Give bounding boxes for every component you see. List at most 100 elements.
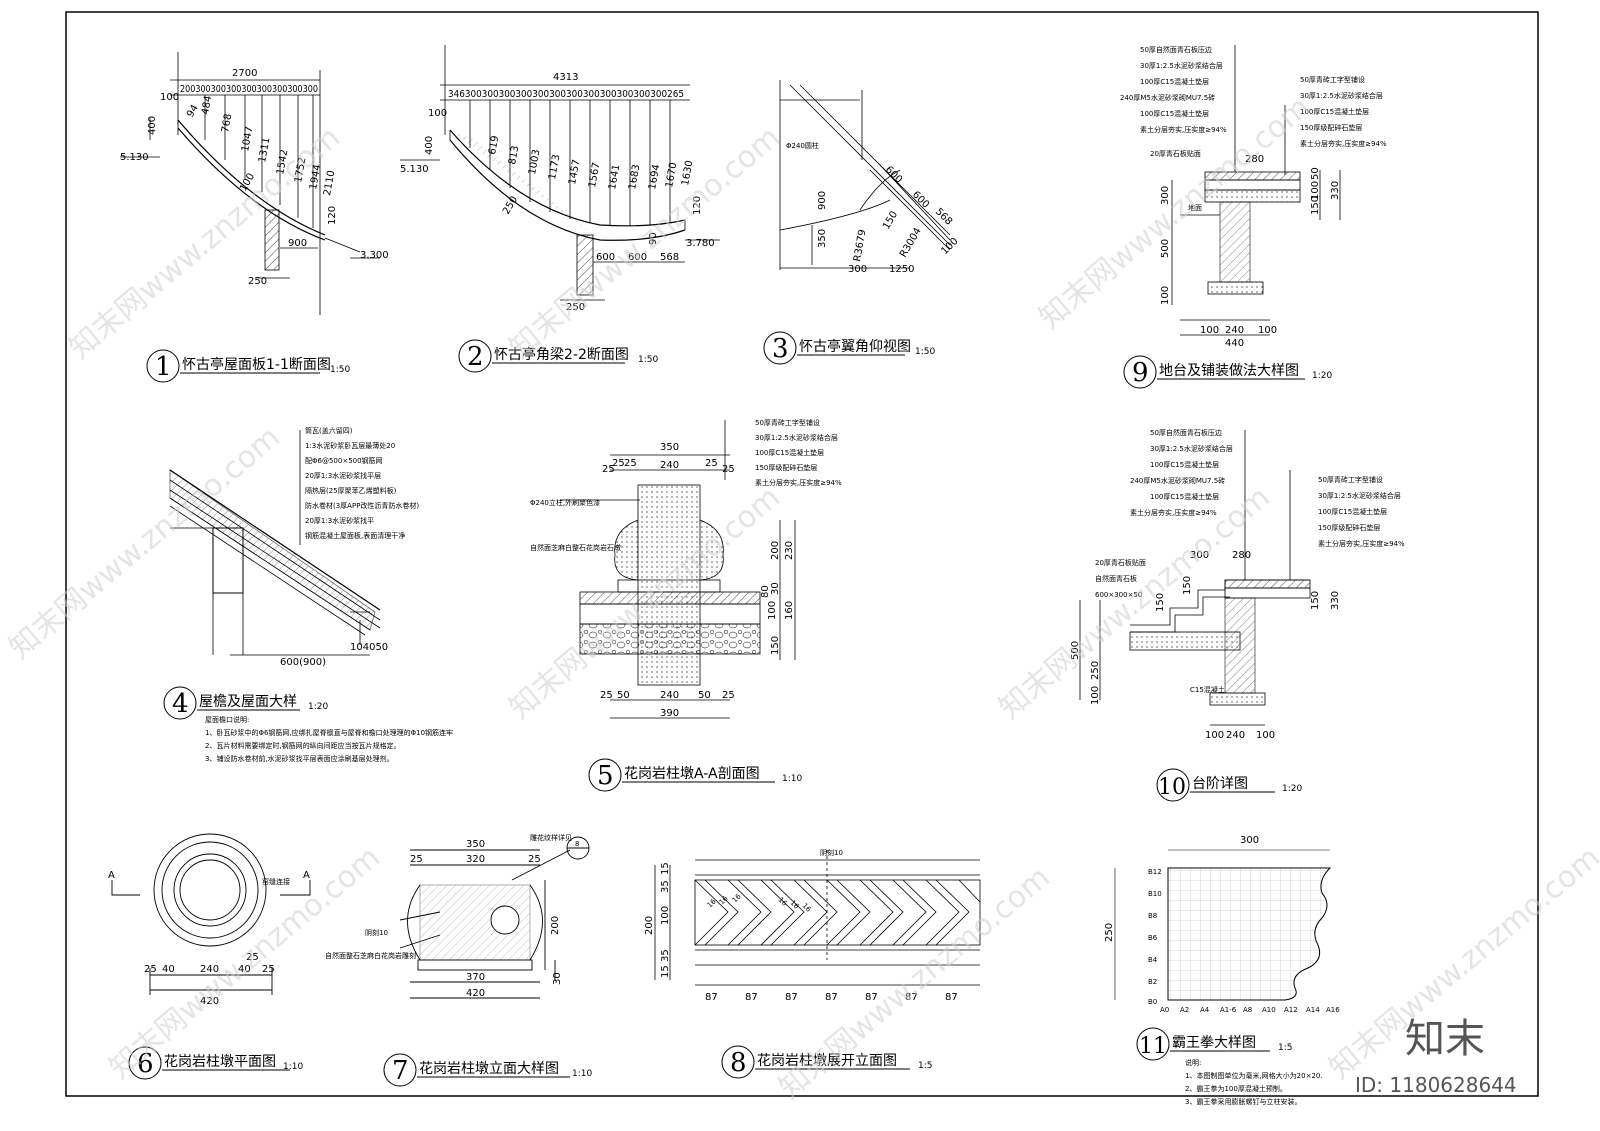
d2-scale: 1:50: [638, 355, 658, 365]
d1-h2: 768: [220, 113, 234, 134]
d10-lr-2: 30厚1:2.5水泥砂浆结合层: [1318, 491, 1401, 500]
d3-150: 150: [881, 209, 900, 231]
d9-lr-2: 30厚1:2.5水泥砂浆结合层: [1300, 91, 1383, 100]
d11-x-a0: A0: [1160, 1006, 1169, 1014]
id-label: ID: 1180628644: [1355, 1073, 1517, 1097]
d4-layer-2: 1:3水泥砂浆卧瓦层最薄处20: [305, 441, 395, 450]
d8-l-200: 200: [644, 916, 655, 935]
d3-350: 350: [817, 229, 828, 248]
d10-ll-2: 30厚1:2.5水泥砂浆结合层: [1150, 444, 1233, 453]
d8-b2: 87: [745, 992, 758, 1003]
d11-height: 250: [1104, 923, 1115, 942]
d9-cladding: 20厚青石板贴面: [1150, 149, 1201, 158]
d6-25a: 25: [144, 964, 157, 975]
d1-elev-bot: 3.300: [360, 250, 389, 261]
detail-10-labels: 50厚自然面青石板压边 30厚1:2.5水泥砂浆结合层 100厚C15混凝土垫层…: [1070, 428, 1405, 741]
d6-sec-a-left: A: [108, 870, 115, 881]
d7-200: 200: [550, 916, 561, 935]
d11-num: 11: [1139, 1034, 1167, 1059]
d2-h4: 1173: [547, 154, 562, 181]
d3-600b: 600: [910, 189, 931, 210]
d4-dim-104050: 104050: [350, 642, 388, 653]
d4-notes-title: 屋面檐口说明:: [205, 715, 249, 724]
d5-layer-5: 素土分层夯实,压实度≥94%: [755, 478, 842, 487]
d9-b240: 240: [1225, 325, 1244, 336]
detail-4-eave: [169, 430, 381, 656]
d4-note-2: 2、瓦片材料需要绑定时,钢筋网的纵向间距应当按瓦片规格定。: [205, 741, 401, 750]
d1-h8: 2110: [322, 170, 337, 197]
d10-150b: 150: [1182, 576, 1193, 595]
d1-bot-250: 250: [248, 276, 267, 287]
d4-layer-6: 防水卷材(3厚APP改性沥青防水卷材): [305, 501, 419, 510]
d10-b100a: 100: [1205, 730, 1224, 741]
d8-l-15b: 15: [660, 965, 671, 978]
detail-1-roof-section: [120, 52, 380, 315]
d5-r-160: 160: [784, 601, 795, 620]
d3-scale: 1:50: [915, 347, 935, 357]
d6-240: 240: [200, 964, 219, 975]
d8-scale: 1:5: [918, 1061, 932, 1071]
d5-num: 5: [597, 761, 614, 791]
d2-elev-bot: 3.780: [686, 238, 715, 249]
d1-bot-900: 900: [288, 238, 307, 249]
d9-b100a: 100: [1200, 325, 1219, 336]
d9-lr-5: 素土分层夯实,压实度≥94%: [1300, 139, 1387, 148]
d11-title: 霸王拳大样图: [1172, 1035, 1256, 1051]
d5-b-50b: 50: [698, 690, 711, 701]
d9-280: 280: [1245, 154, 1264, 165]
d4-layer-5: 隔热层(25厚聚苯乙烯塑料板): [305, 486, 397, 495]
detail-6-pier-plan: [111, 833, 311, 995]
d9-300: 300: [1160, 186, 1171, 205]
d11-width: 300: [1240, 835, 1259, 846]
d2-left-100: 100: [428, 108, 447, 119]
d9-ll-1: 50厚自然面青石板压边: [1140, 45, 1212, 54]
d8-num: 8: [730, 1048, 747, 1078]
d3-900: 900: [817, 191, 828, 210]
d11-scale: 1:5: [1278, 1043, 1292, 1053]
detail-9-platform: [1171, 45, 1341, 336]
d7-num: 7: [392, 1056, 409, 1086]
d8-b4: 87: [825, 992, 838, 1003]
d2-segments: 3463003003003003003003003003003003003002…: [448, 89, 684, 100]
d6-25c: 25: [246, 952, 259, 963]
d7-25b: 25: [528, 854, 541, 865]
d8-l-100: 100: [660, 906, 671, 925]
d6-25b: 25: [262, 964, 275, 975]
d11-x-a10: A10: [1262, 1006, 1276, 1014]
detail-1-labels: 2700 200300300300300300300300300 484 768…: [120, 68, 389, 287]
d2-h11: 1630: [680, 160, 695, 187]
d10-500: 500: [1070, 641, 1081, 660]
d10-ll-6: 素土分层夯实,压实度≥94%: [1130, 508, 1217, 517]
d9-scale: 1:20: [1312, 371, 1332, 381]
d8-l-35b: 35: [660, 949, 671, 962]
d8-16e: 16: [789, 899, 801, 911]
detail-title-text: 1 怀古亭屋面板1-1断面图 1:50 2 怀古亭角梁2-2断面图 1:50 3…: [137, 334, 1332, 1086]
d5-l-80: 80: [760, 585, 771, 598]
d9-lr-3: 100厚C15混凝土垫层: [1300, 107, 1369, 116]
d7-320: 320: [466, 854, 485, 865]
d10-slab: 自然面青石板: [1095, 574, 1137, 583]
d5-b-390: 390: [660, 708, 679, 719]
d4-note-1: 1、卧瓦砂浆中的Φ6钢筋网,应绑扎屋脊檩直与屋脊和檐口处理理的Φ10钢筋连牢: [205, 728, 453, 737]
d5-layer-1: 50厚青砖工字型铺设: [755, 418, 820, 427]
d1-overall: 2700: [232, 68, 257, 79]
d8-16d: 16: [777, 896, 789, 908]
d6-sec-a-right: A: [303, 870, 310, 881]
d4-title: 屋檐及屋面大样: [199, 694, 297, 710]
d5-r-30: 30: [770, 582, 781, 595]
d9-ground: 地面: [1188, 203, 1202, 212]
detail-10-steps: [1079, 430, 1311, 726]
d1-h5: 1542: [275, 149, 290, 176]
d7-25a: 25: [410, 854, 423, 865]
d3-title: 怀古亭翼角仰视图: [799, 338, 911, 355]
d11-y-b2: B2: [1148, 978, 1157, 986]
d9-num: 9: [1132, 358, 1149, 388]
d11-x-a12: A12: [1284, 1006, 1298, 1014]
d4-layer-1: 筒瓦(盖六留四): [305, 426, 353, 435]
d5-top-25b: 25: [624, 458, 637, 469]
d8-b1: 87: [705, 992, 718, 1003]
d11-y-b6: B6: [1148, 934, 1158, 942]
d2-bot-600b: 600: [628, 252, 647, 263]
d9-50: 50: [1310, 167, 1321, 180]
